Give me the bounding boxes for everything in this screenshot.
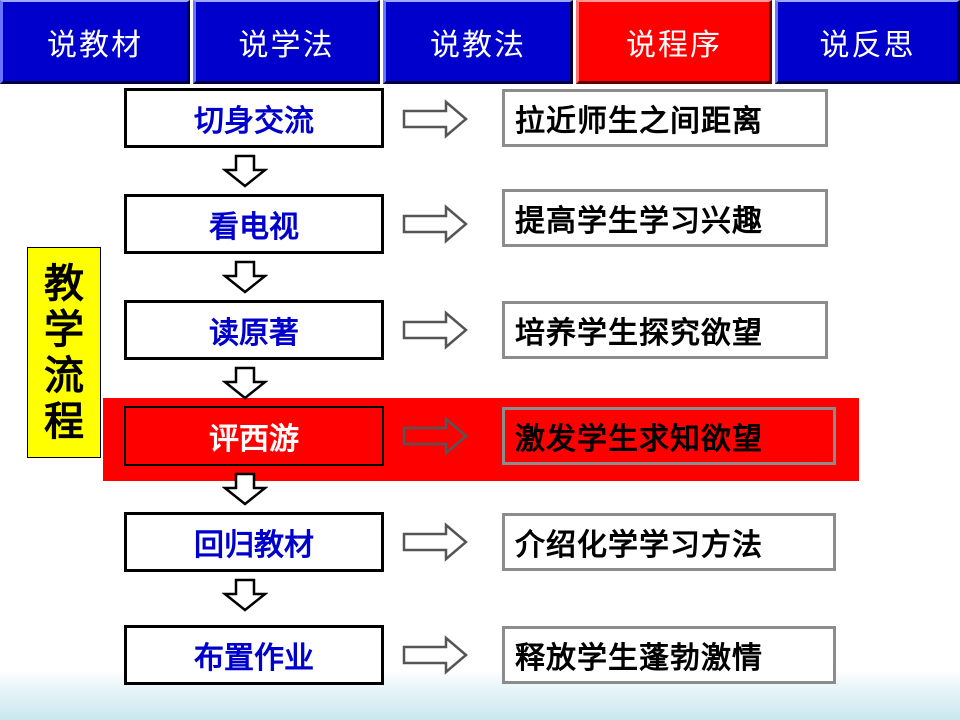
side-label-char: 流 (44, 352, 84, 399)
step-box-3: 读原著 (124, 300, 384, 360)
step-box-4: 评西游 (124, 406, 384, 466)
hollow-right-arrow-icon (402, 310, 468, 350)
tab-reflection[interactable]: 说反思 (775, 0, 960, 84)
step-result-1: 拉近师生之间距离 (502, 89, 828, 147)
side-label-char: 程 (44, 398, 84, 445)
step-box-5: 回归教材 (124, 512, 384, 572)
tab-learning-method[interactable]: 说学法 (193, 0, 380, 84)
hollow-right-arrow-icon (402, 416, 468, 456)
step-result-6: 释放学生蓬勃激情 (502, 626, 836, 684)
side-label-char: 学 (44, 306, 84, 353)
hollow-right-arrow-icon (402, 522, 468, 562)
hollow-down-arrow-icon (222, 366, 268, 400)
tab-teaching-method[interactable]: 说教法 (383, 0, 573, 84)
hollow-down-arrow-icon (222, 260, 268, 294)
hollow-down-arrow-icon (222, 472, 268, 506)
hollow-right-arrow-icon (402, 635, 468, 675)
tab-procedure[interactable]: 说程序 (576, 0, 772, 84)
step-box-6: 布置作业 (124, 625, 384, 685)
step-box-1: 切身交流 (124, 88, 384, 148)
teaching-flow-label: 教 学 流 程 (27, 247, 101, 458)
hollow-down-arrow-icon (222, 154, 268, 188)
hollow-right-arrow-icon (402, 99, 468, 139)
hollow-right-arrow-icon (402, 204, 468, 244)
step-box-2: 看电视 (124, 194, 384, 254)
tab-teaching-material[interactable]: 说教材 (0, 0, 190, 84)
step-result-2: 提高学生学习兴趣 (502, 189, 828, 247)
step-result-3: 培养学生探究欲望 (502, 301, 828, 359)
step-result-5: 介绍化学学习方法 (502, 513, 836, 571)
hollow-down-arrow-icon (222, 578, 268, 612)
step-result-4: 激发学生求知欲望 (502, 407, 836, 465)
side-label-char: 教 (44, 260, 84, 307)
top-tab-bar: 说教材 说学法 说教法 说程序 说反思 (0, 0, 960, 86)
